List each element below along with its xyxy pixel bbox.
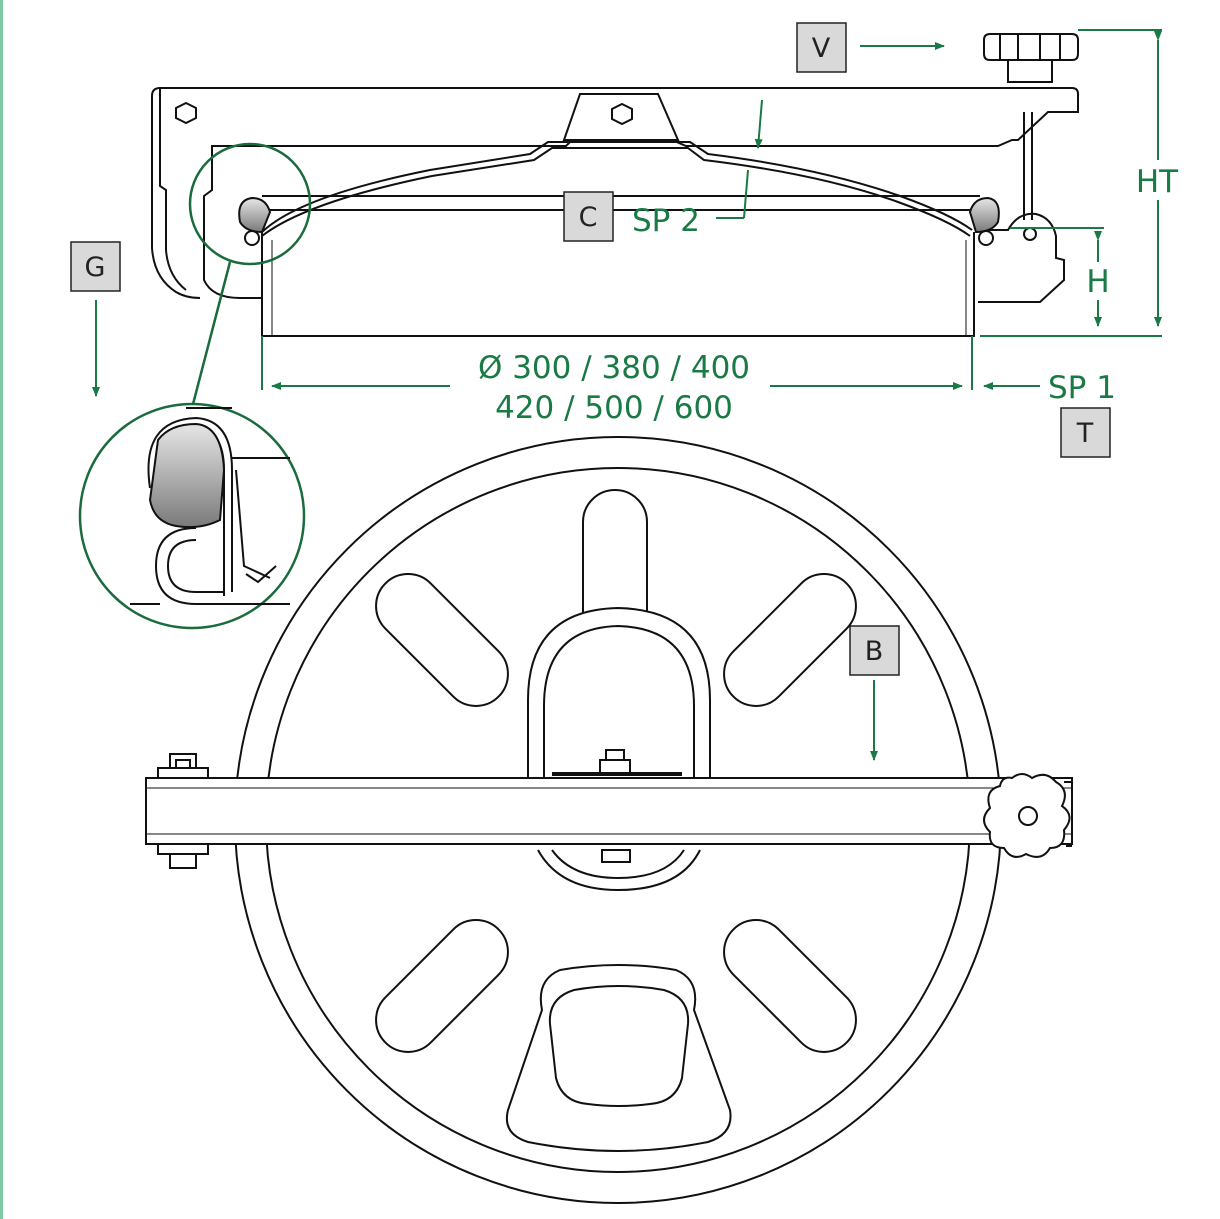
- detail-g-leader: [190, 261, 232, 409]
- svg-text:G: G: [85, 252, 106, 283]
- side-view: [151, 33, 1079, 337]
- dim-sp2-label: SP 2: [632, 203, 700, 239]
- zoom-gasket: [148, 422, 226, 529]
- dim-sp1-label: SP 1: [1048, 370, 1116, 406]
- dimension-lines: [92, 29, 1162, 761]
- slot-lower-left: [375, 919, 509, 1053]
- bottom-handle-outer: [506, 964, 732, 1152]
- knob-v-icon: [983, 33, 1079, 61]
- frame-left-arm: [151, 87, 201, 299]
- svg-text:T: T: [1076, 418, 1094, 449]
- left-gasket: [238, 196, 272, 234]
- label-box-b: B: [849, 625, 900, 676]
- center-bolt-bottom: [601, 849, 631, 863]
- detail-g-zoom: [78, 402, 306, 630]
- slot-upper-right: [723, 573, 857, 707]
- center-nut-icon: [611, 102, 633, 126]
- label-box-v: V: [796, 22, 847, 73]
- center-boss: [562, 93, 680, 141]
- dome-lid: [261, 141, 973, 233]
- label-box-t: T: [1060, 407, 1111, 458]
- right-gasket: [968, 196, 1000, 234]
- slot-upper-left: [375, 573, 509, 707]
- center-bracket-inner: [543, 624, 695, 780]
- slot-lower-right: [723, 919, 857, 1053]
- right-latch: [978, 212, 1065, 303]
- center-bracket-outer: [527, 606, 711, 780]
- svg-text:B: B: [865, 636, 884, 667]
- left-bolt-top: [157, 767, 209, 779]
- star-knob-icon: [983, 773, 1071, 858]
- dim-diameter-line1: Ø 300 / 380 / 400: [478, 350, 750, 386]
- plan-view: [145, 436, 1073, 1204]
- svg-text:V: V: [812, 33, 831, 64]
- cross-bar: [145, 777, 1073, 845]
- collar: [261, 232, 975, 337]
- left-bolt-bottom: [157, 843, 209, 855]
- frame-outline: [160, 87, 1079, 299]
- dim-diameter-line2: 420 / 500 / 600: [495, 390, 733, 426]
- dim-h-label: H: [1086, 264, 1109, 300]
- label-box-c: C: [563, 191, 614, 242]
- dim-ht-label: HT: [1136, 164, 1179, 200]
- svg-text:C: C: [579, 202, 598, 233]
- bottom-handle-inner: [548, 985, 690, 1107]
- left-nut-icon: [175, 101, 197, 125]
- label-box-g: G: [70, 241, 121, 292]
- detail-g-marker: [188, 142, 312, 266]
